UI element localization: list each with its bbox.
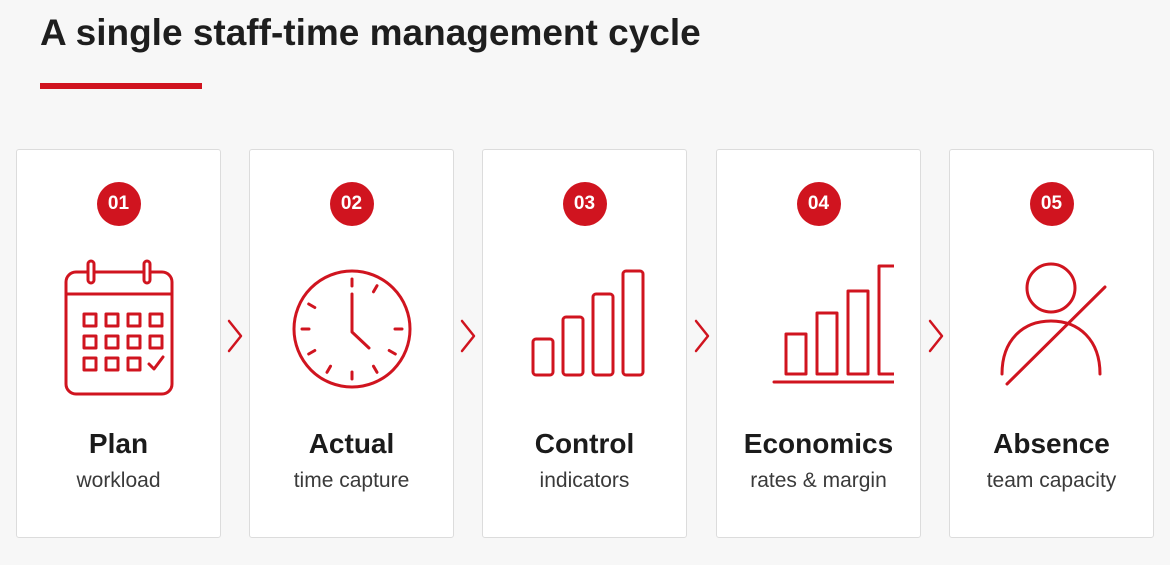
step-label: Absence bbox=[993, 428, 1110, 459]
person-crossed-icon bbox=[1000, 262, 1106, 386]
step-card-control: 03 Control indicators bbox=[482, 149, 687, 538]
step-number-badge: 05 bbox=[1029, 182, 1074, 226]
step-number-badge: 04 bbox=[796, 182, 841, 226]
step-sublabel: time capture bbox=[293, 469, 410, 492]
step-label: Plan bbox=[88, 428, 149, 459]
step-sublabel: team capacity bbox=[986, 469, 1117, 492]
chevron-right-icon bbox=[460, 319, 476, 353]
step-label: Control bbox=[534, 428, 635, 459]
step-card-plan: 01 Plan workload bbox=[16, 149, 221, 538]
step-sublabel: rates & margin bbox=[750, 469, 887, 492]
step-card-actual: 02 Actual time capture bbox=[249, 149, 454, 538]
step-card-absence: 05 Absence team capacity bbox=[949, 149, 1154, 538]
step-number-badge: 03 bbox=[562, 182, 607, 226]
step-number-badge: 01 bbox=[96, 182, 141, 226]
bar-chart-baseline-icon bbox=[772, 264, 894, 384]
step-card-economics: 04 Economics rates & margin bbox=[716, 149, 921, 538]
chevron-right-icon bbox=[928, 319, 944, 353]
step-sublabel: workload bbox=[76, 469, 161, 492]
step-number-badge: 02 bbox=[329, 182, 374, 226]
page-title: A single staff-time management cycle bbox=[40, 12, 701, 53]
calendar-icon bbox=[64, 259, 173, 396]
title-underline bbox=[40, 83, 202, 89]
clock-icon bbox=[292, 269, 411, 389]
step-sublabel: indicators bbox=[539, 469, 630, 492]
bar-chart-icon bbox=[531, 269, 644, 377]
step-label: Actual bbox=[308, 428, 395, 459]
chevron-right-icon bbox=[694, 319, 710, 353]
chevron-right-icon bbox=[227, 319, 243, 353]
step-label: Economics bbox=[743, 428, 894, 459]
